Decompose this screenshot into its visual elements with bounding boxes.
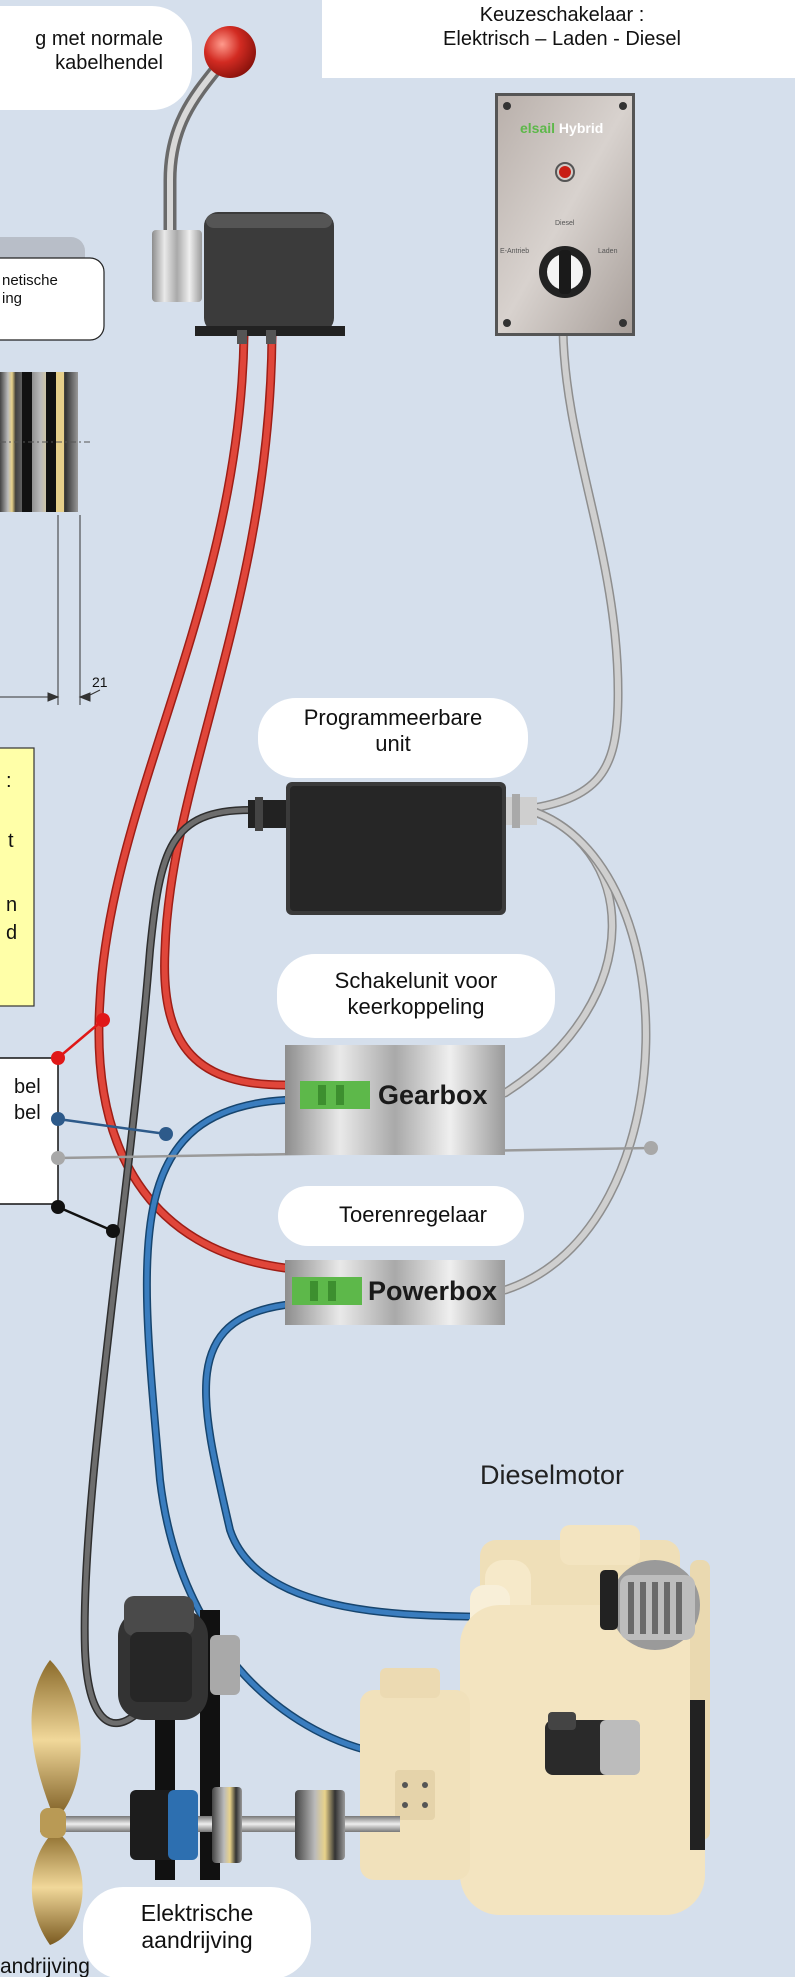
electric-drive <box>31 1596 400 1945</box>
lever-label-line1: g met normale <box>35 28 163 50</box>
yellow-note-mark-2: t <box>8 830 14 852</box>
toeren-label: Toerenregelaar <box>339 1202 487 1227</box>
magnetic-label-box <box>0 257 105 341</box>
bottom-cut-label: andrijving <box>0 1955 90 1977</box>
magnetic-label-line2: ing <box>2 289 23 307</box>
cable-lever <box>152 26 345 344</box>
programmable-unit <box>248 782 537 915</box>
switch-model: Hybrid <box>558 120 604 136</box>
selector-label-line2: Elektrisch – Laden - Diesel <box>443 27 681 50</box>
prog-label-line1: Programmeerbare <box>303 705 483 730</box>
elektrische-label-line1: Elektrische <box>140 1900 254 1926</box>
magnetic-label-line1: netische <box>2 272 58 289</box>
magnetic-coupling <box>0 372 90 512</box>
elektrische-label-bubble <box>83 1887 311 1977</box>
elektrische-label-line2: aandrijving <box>141 1927 253 1954</box>
selector-label-box <box>322 0 795 78</box>
cables <box>80 325 651 1759</box>
prog-label: Programmeerbare unit <box>258 705 528 757</box>
yellow-note-mark-4: d <box>6 922 18 944</box>
dimension-value: 21 <box>92 674 108 690</box>
yellow-note-mark-3: n <box>6 894 18 916</box>
dieselmotor-label: Dieselmotor <box>480 1460 625 1490</box>
selector-label: Keuzeschakelaar : Elektrisch – Laden - D… <box>322 4 795 51</box>
gearbox-unit <box>285 1045 505 1155</box>
diesel-engine <box>360 1525 710 1915</box>
switch-pos-left: E-Antrieb <box>500 248 530 255</box>
switch-brand: elsail <box>520 120 556 136</box>
connection-box-line2: bel <box>14 1102 41 1124</box>
selector-label-line1: Keuzeschakelaar : <box>479 4 645 26</box>
schakel-label-line1: Schakelunit voor <box>334 968 498 993</box>
switch-brand-label: elsail Hybrid <box>520 120 603 137</box>
selector-switch-plate <box>495 93 635 336</box>
connection-box-line1: bel <box>14 1076 41 1098</box>
elektrische-label: Elektrische aandrijving <box>83 1900 311 1954</box>
connection-box <box>0 1057 59 1205</box>
gearbox-label: Gearbox <box>378 1080 488 1110</box>
magnetic-label: netische ing <box>2 272 58 307</box>
schakel-label: Schakelunit voor keerkoppeling <box>277 968 555 1020</box>
lever-label-line2: kabelhendel <box>55 51 163 74</box>
dimension-lines <box>0 515 101 705</box>
lever-label-box <box>0 6 192 110</box>
connection-dots <box>51 1013 658 1238</box>
schakel-label-line2: keerkoppeling <box>347 993 485 1019</box>
yellow-note-box <box>0 747 35 1007</box>
prog-label-bubble <box>258 698 528 778</box>
toeren-label-bubble <box>278 1186 524 1246</box>
prog-label-line2: unit <box>375 730 411 756</box>
powerbox-label: Powerbox <box>368 1276 498 1306</box>
schakel-label-bubble <box>277 954 555 1038</box>
lever-label: g met normale kabelhendel <box>33 28 163 75</box>
powerbox-unit <box>285 1260 505 1325</box>
switch-pos-right: Laden <box>598 248 618 255</box>
switch-pos-top: Diesel <box>555 220 575 227</box>
yellow-note-mark-1: : <box>6 770 12 792</box>
